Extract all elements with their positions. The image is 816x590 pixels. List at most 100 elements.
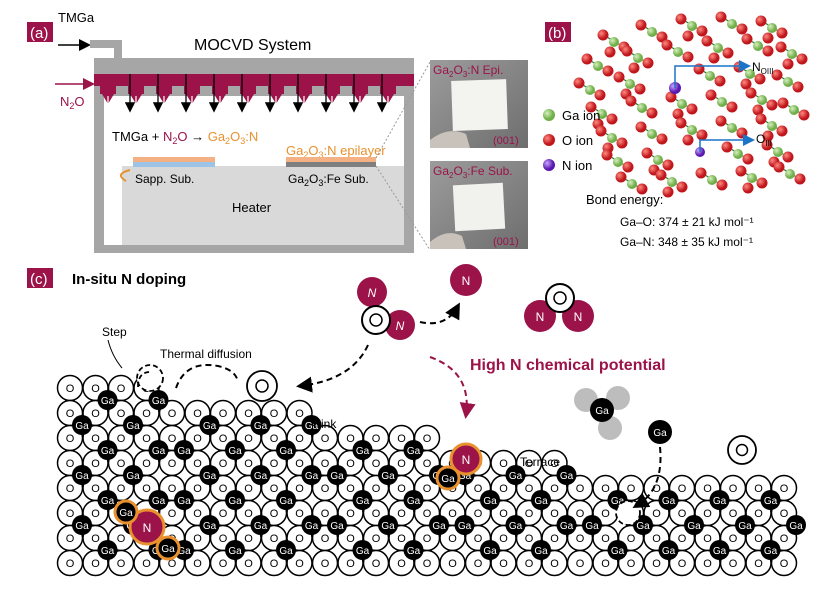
- ga-atom: [429, 515, 449, 535]
- ga-atom-label: Ga: [305, 421, 319, 432]
- ga-atom-label: Ga: [228, 496, 242, 507]
- terrace-vacancy: [615, 500, 641, 526]
- photo-fe-orientation: (001): [493, 236, 519, 248]
- o-atom-label: O: [117, 433, 126, 445]
- bond-gan: Ga–N: 348 ± 35 kJ mol⁻¹: [620, 235, 753, 249]
- ga-atom-label: Ga: [177, 446, 191, 457]
- o-ion: [616, 137, 628, 149]
- sapphire-label: Sapp. Sub.: [135, 172, 194, 186]
- o-ion: [708, 52, 720, 64]
- bulk-bonded-ga: [113, 499, 139, 525]
- o-atom-label: O: [780, 558, 789, 570]
- ga-atom: [505, 515, 526, 535]
- ga-atom: [225, 540, 245, 560]
- ga-ion: [717, 97, 727, 107]
- o-atom-label: O: [168, 433, 177, 445]
- o-atom-label: O: [346, 458, 355, 470]
- o-atom-label: O: [244, 558, 253, 570]
- o-ion: [782, 151, 794, 163]
- o-atom-label: O: [244, 408, 253, 420]
- step-pointer: [107, 339, 123, 369]
- o-ion: [766, 99, 778, 111]
- ga-atom: [403, 490, 424, 510]
- o-ion: [661, 39, 673, 51]
- ga-atom: [123, 415, 143, 435]
- ga-atom-label: Ga: [305, 471, 319, 482]
- bulk-n-label: N: [143, 521, 152, 535]
- n2o-right-n-label: N: [574, 310, 583, 324]
- nozzle: [352, 86, 368, 94]
- ga-atom-label: Ga: [534, 546, 548, 557]
- ga-atom: [199, 415, 220, 435]
- o-atom-label: O: [525, 483, 534, 495]
- o-ion: [794, 173, 806, 185]
- o-atom-label: O: [295, 408, 304, 420]
- o-atom-label: O: [372, 533, 381, 545]
- o-ion: [741, 33, 753, 45]
- o-atom-label: O: [91, 458, 100, 470]
- o-atom-label: O: [346, 433, 355, 445]
- o-atom-label: O: [193, 483, 202, 495]
- o-atom-label: O: [244, 533, 253, 545]
- ga-atom: [276, 440, 296, 460]
- o-atom-label: O: [142, 483, 151, 495]
- o-atom-label: O: [91, 508, 100, 520]
- o-atom-label: O: [652, 483, 661, 495]
- reaction-equation: TMGa + N2O → Ga2O3:N: [112, 129, 258, 146]
- o-ion: [655, 169, 667, 181]
- o-ion: [705, 89, 717, 101]
- ga-atom: [148, 490, 169, 510]
- o-atom-label: O: [219, 433, 228, 445]
- ga-atom: [199, 515, 220, 535]
- ga-atom: [199, 465, 220, 485]
- o-ion: [736, 127, 748, 139]
- n2o-o-ring: [369, 313, 383, 327]
- nozzle: [212, 86, 228, 94]
- n-release-arrow: [419, 302, 460, 325]
- ga-atom: [97, 540, 118, 560]
- o-ion: [604, 46, 616, 58]
- o-ion: [665, 91, 677, 103]
- o-atom-label: O: [193, 408, 202, 420]
- ga-atom: [556, 465, 577, 485]
- o-atom-label: O: [142, 558, 151, 570]
- mocvd-title: MOCVD System: [194, 37, 311, 54]
- o-atom-label: O: [372, 483, 381, 495]
- ga-atom-label: Ga: [356, 496, 370, 507]
- o-atom-label: O: [244, 483, 253, 495]
- bulk-bonded-ga-label: Ga: [161, 544, 175, 555]
- ga-ion: [585, 85, 595, 95]
- o-atom-label: O: [117, 408, 126, 420]
- ga-atom-label: Ga: [279, 546, 293, 557]
- o-atom-label: O: [66, 558, 75, 570]
- bonded-ga-atom: [435, 465, 461, 491]
- o-ion: [782, 58, 794, 70]
- ga-atom-label: Ga: [203, 421, 217, 432]
- ga-ion: [637, 103, 647, 113]
- ga-atom-label: Ga: [764, 546, 778, 557]
- o-ion: [755, 15, 767, 27]
- legend-o: O ion: [562, 133, 593, 148]
- o-ion: [675, 117, 687, 129]
- ga-atom-label: Ga: [228, 446, 242, 457]
- ga-atom-label: Ga: [534, 496, 548, 507]
- o-atom-label: O: [703, 508, 712, 520]
- precursor-ga-label: Ga: [595, 406, 609, 417]
- ga-atom: [97, 490, 118, 510]
- incorporated-n-label: N: [462, 453, 471, 467]
- ga-ion: [627, 179, 637, 189]
- ga-atom-label: Ga: [152, 396, 166, 407]
- o-ion: [606, 113, 618, 125]
- o-ion: [682, 51, 694, 63]
- bulk-bonded-ga-label: Ga: [119, 508, 133, 519]
- ga-ion: [753, 41, 763, 51]
- o-atom-label: O: [66, 508, 75, 520]
- o-ion: [635, 19, 647, 31]
- ga-atom: [531, 540, 551, 560]
- precursor-ga: [590, 398, 614, 422]
- ga-ion: [767, 121, 777, 131]
- ga-atom-label: Ga: [662, 496, 676, 507]
- ga-atom-label: Ga: [254, 471, 268, 482]
- o-atom-label: O: [397, 483, 406, 495]
- o-ion: [773, 161, 785, 173]
